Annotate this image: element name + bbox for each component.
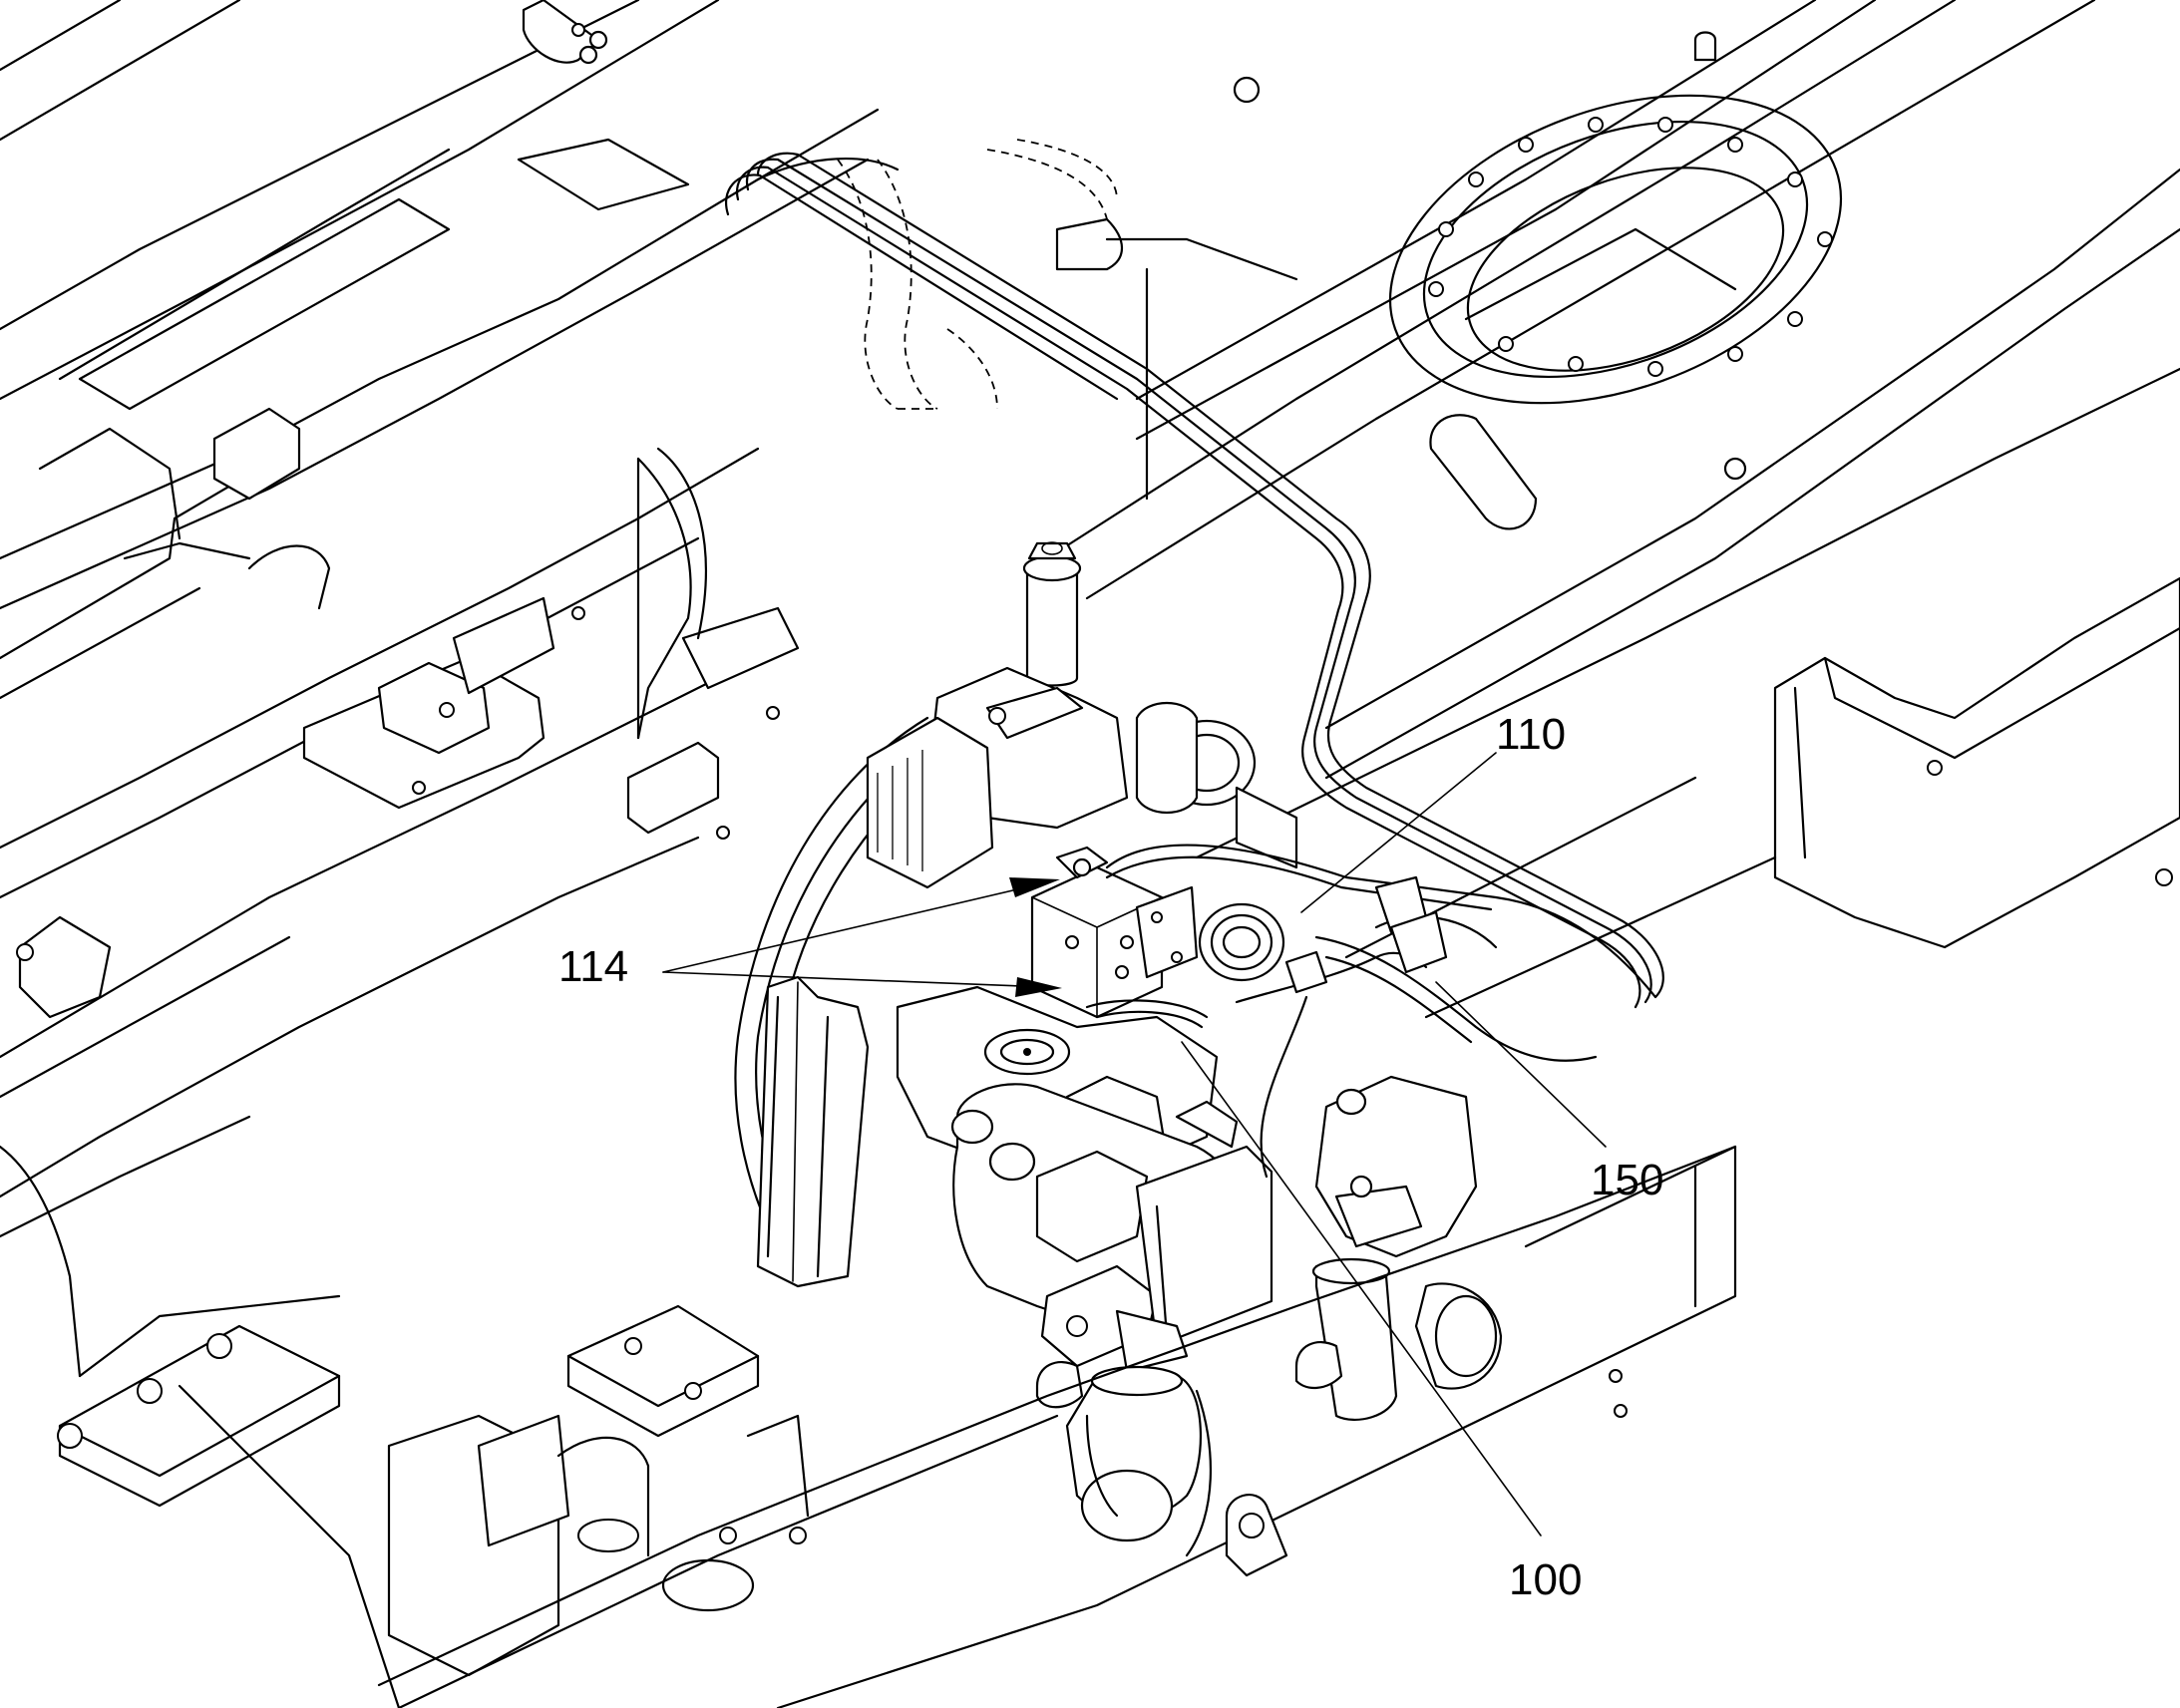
pump-assembly [734,541,1657,1557]
leader-line-150 [1435,981,1607,1148]
leader-line-110 [1300,752,1497,913]
mounting-brackets [302,447,800,840]
arrowhead-114-upper [1009,877,1060,897]
leader-lines [662,752,1607,1537]
bottom-base [57,1145,1737,1708]
slewing-ring [1388,31,1843,530]
upper-structure [522,0,1298,501]
hydraulic-pipes [725,152,1664,1009]
leader-line-100 [1181,1041,1542,1537]
right-frame-rails [1045,0,2180,1019]
reference-numeral-114: 114 [558,942,629,991]
reference-numeral-110: 110 [1496,710,1567,759]
leader-line-114-upper [662,881,1048,973]
reference-numeral-150: 150 [1591,1156,1664,1204]
reference-numeral-100: 100 [1509,1555,1583,1604]
leader-line-114-lower [662,971,1048,988]
arrowhead-114-lower [1015,977,1062,997]
left-platform-frame [0,0,880,1378]
